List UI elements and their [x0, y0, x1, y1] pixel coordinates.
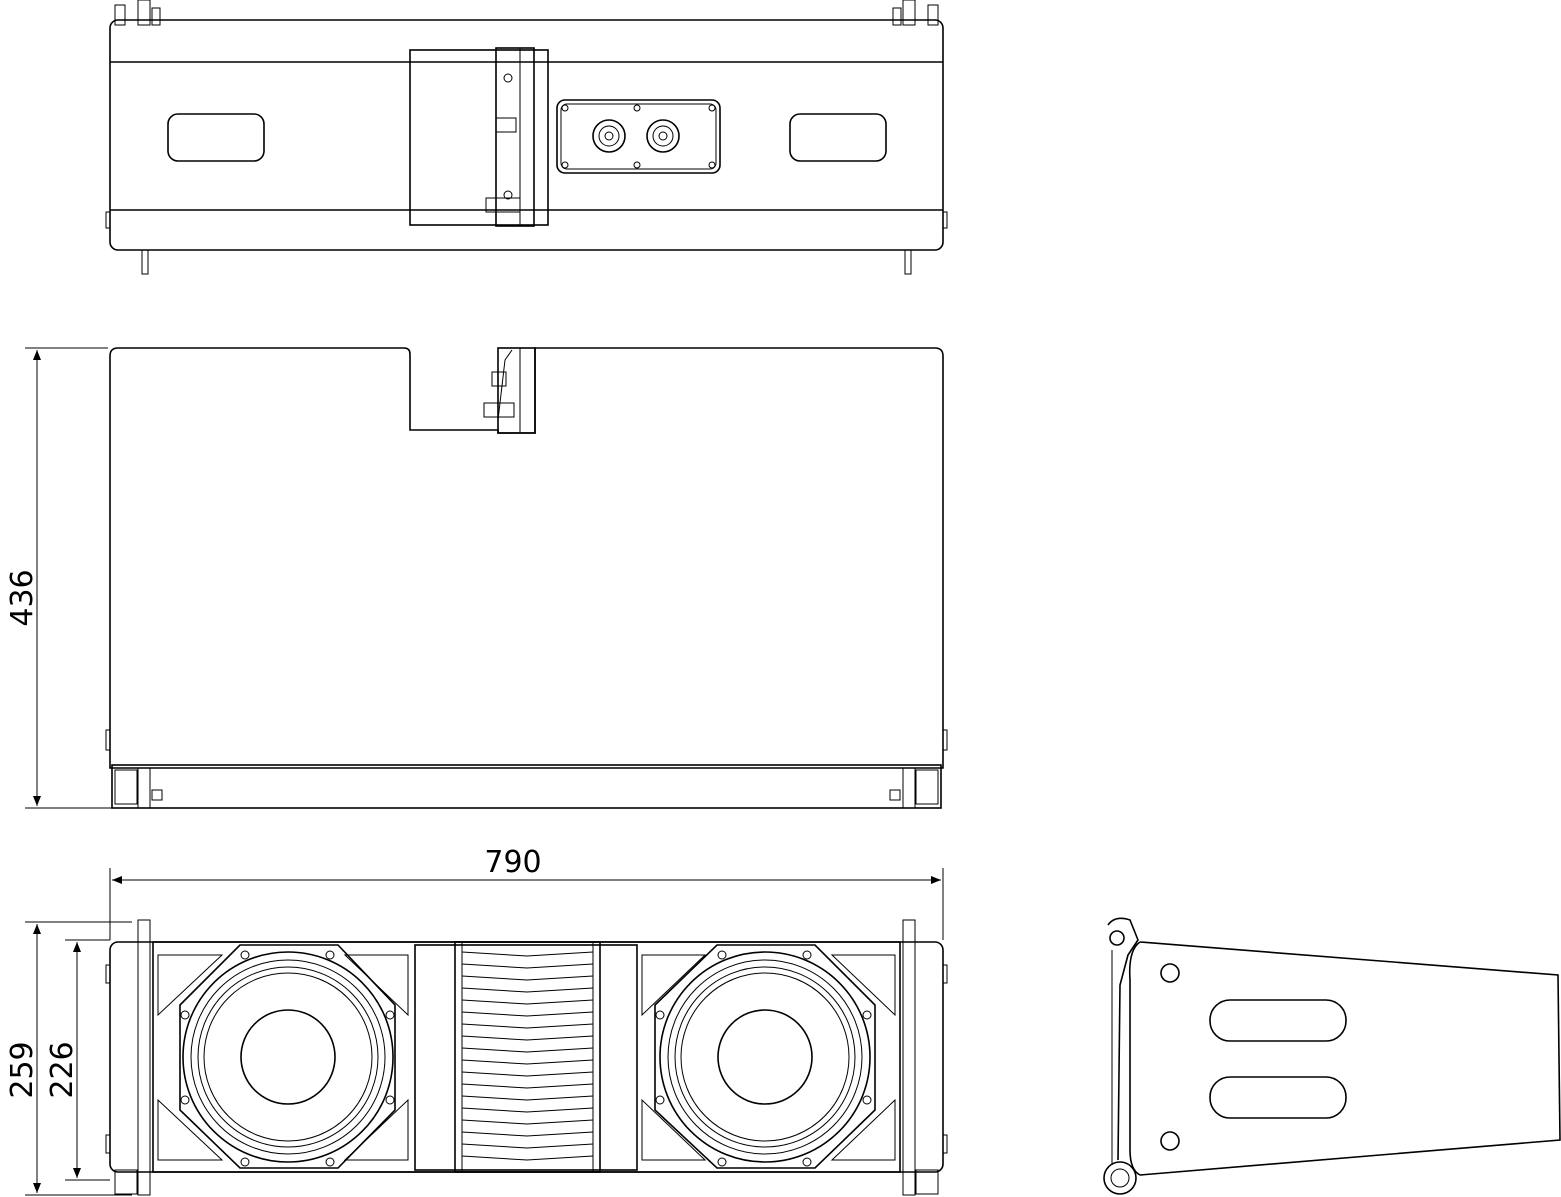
waveguide-fin [461, 1035, 594, 1041]
waveguide-fin [461, 1143, 594, 1149]
depth-label: 436 [5, 569, 40, 626]
handle-right [789, 113, 887, 162]
speakon-connector-2 [646, 119, 680, 153]
rigging-bracket [409, 49, 549, 226]
woofer-left [157, 944, 409, 1169]
profile-slot-top [1209, 999, 1347, 1042]
handle-left [167, 113, 265, 162]
waveguide-fin [461, 1059, 594, 1065]
waveguide-fin [461, 1023, 594, 1029]
center-waveguide [414, 941, 638, 1173]
connector-panel [556, 99, 721, 174]
profile-view [1103, 917, 1561, 1195]
waveguide-fin [461, 1047, 594, 1053]
waveguide-fin [461, 1095, 594, 1101]
waveguide-fin [461, 1107, 594, 1113]
waveguide-fin [461, 1083, 594, 1089]
waveguide-fin [461, 1155, 594, 1161]
dimension-height-cabinet: 226 [45, 939, 110, 1181]
waveguide-fin [461, 951, 594, 957]
waveguide-fin [461, 999, 594, 1005]
profile-slot-bottom [1209, 1076, 1347, 1119]
woofer-right [641, 944, 896, 1169]
front-view [105, 919, 948, 1196]
top-view [105, 0, 948, 275]
speakon-connector-1 [592, 119, 626, 153]
waveguide-fin [461, 975, 594, 981]
side-view [105, 347, 948, 809]
waveguide-fin [461, 1119, 594, 1125]
waveguide-fin [461, 1071, 594, 1077]
waveguide-fin [461, 1011, 594, 1017]
waveguide-fin [461, 963, 594, 969]
waveguide-fin [461, 1131, 594, 1137]
width-label: 790 [484, 845, 541, 880]
height-cabinet-label: 226 [45, 1041, 80, 1098]
height-total-label: 259 [5, 1041, 40, 1098]
dimension-height-total: 259 [5, 921, 132, 1196]
waveguide-fin [461, 987, 594, 993]
dimension-depth: 436 [5, 347, 125, 809]
dimension-width: 790 [109, 845, 944, 940]
